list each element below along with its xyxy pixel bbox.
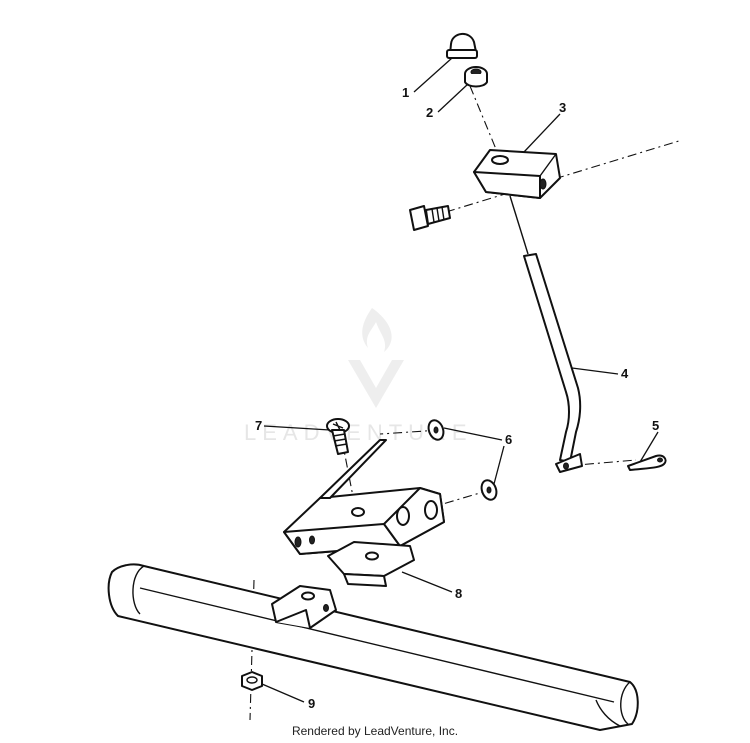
centerline-bolt-3 xyxy=(445,139,683,213)
part-1-acorn-nut xyxy=(446,33,478,59)
watermark-v-icon xyxy=(348,360,404,408)
leader-7 xyxy=(263,425,331,431)
callout-4: 4 xyxy=(621,366,629,381)
part-6-washers xyxy=(427,419,498,501)
part-bolt xyxy=(409,205,451,231)
part-frame-rail xyxy=(107,563,639,731)
callout-2: 2 xyxy=(426,105,433,120)
leader-6b xyxy=(493,445,505,485)
part-4-rod xyxy=(509,195,583,473)
callout-8: 8 xyxy=(455,586,462,601)
callout-9: 9 xyxy=(308,696,315,711)
leader-5 xyxy=(639,431,659,463)
centerline-washer-lower xyxy=(435,489,491,507)
callout-1: 1 xyxy=(402,85,409,100)
callout-3: 3 xyxy=(559,100,566,115)
leader-3 xyxy=(523,113,561,153)
callout-7: 7 xyxy=(255,418,262,433)
leader-8 xyxy=(401,571,453,593)
centerline-stack-1-3 xyxy=(469,85,499,155)
leader-9 xyxy=(261,683,305,703)
callout-5: 5 xyxy=(652,418,659,433)
callout-6: 6 xyxy=(505,432,512,447)
part-pivot-bracket xyxy=(283,439,445,555)
leader-1 xyxy=(413,57,453,93)
part-5-cotter-pin xyxy=(627,454,667,471)
part-3-bracket xyxy=(473,149,561,199)
leader-2 xyxy=(437,83,469,113)
centerline-rod-5 xyxy=(565,459,637,467)
leader-6a xyxy=(443,427,503,441)
part-9-hex-nut xyxy=(241,671,263,691)
watermark-flame-icon xyxy=(362,308,392,352)
leader-4 xyxy=(571,367,619,375)
part-7-screw xyxy=(326,418,350,455)
footer-credit: Rendered by LeadVenture, Inc. xyxy=(291,724,459,738)
part-2-lock-nut xyxy=(464,66,488,88)
part-rail-bracket xyxy=(271,585,337,629)
part-8-clip-plate xyxy=(327,541,415,587)
